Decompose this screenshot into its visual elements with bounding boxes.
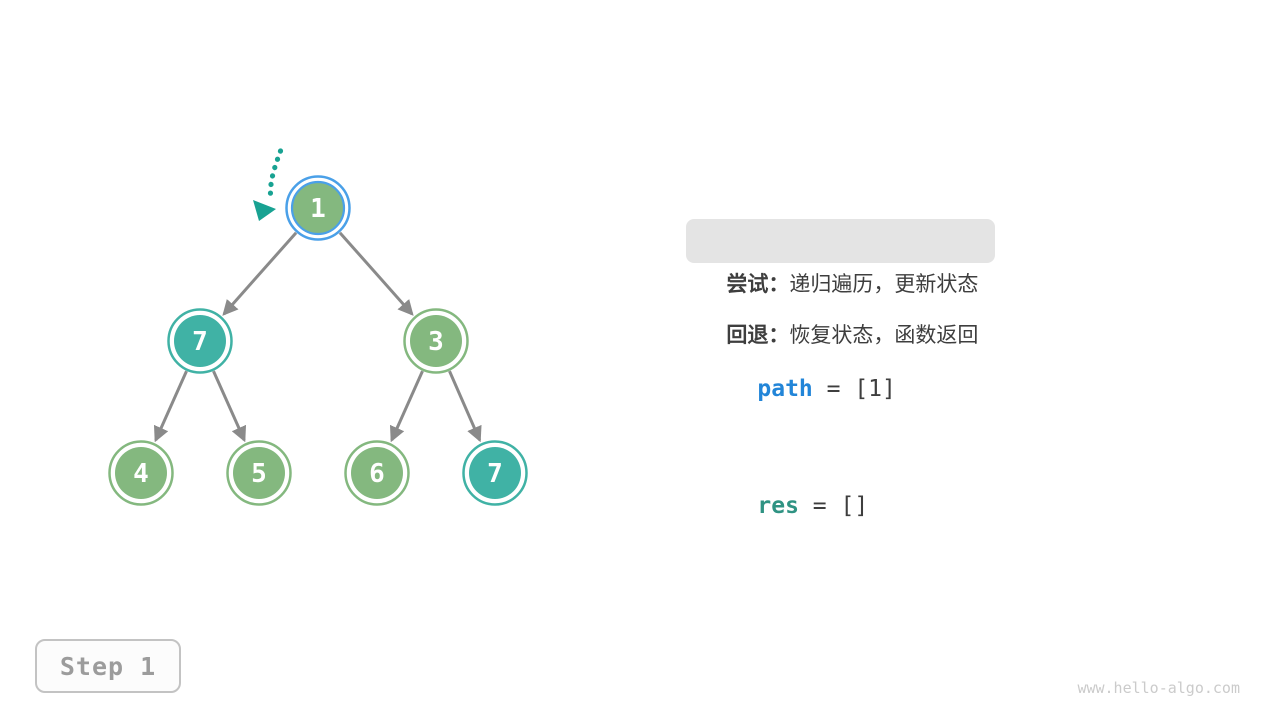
pointer-arrowhead-icon bbox=[253, 200, 276, 221]
step-badge-label: Step 1 bbox=[59, 651, 157, 681]
legend-try-label: 尝试： bbox=[726, 273, 790, 296]
res-variable-name: res bbox=[757, 493, 799, 519]
res-variable-line: res = [] bbox=[702, 440, 868, 519]
node-1-circle bbox=[290, 180, 346, 236]
edge-1-7 bbox=[222, 231, 298, 316]
edge-3-7 bbox=[448, 370, 482, 443]
path-equals: = bbox=[812, 376, 855, 402]
current-node-pointer-arrow bbox=[253, 148, 284, 221]
node-6-circle bbox=[351, 447, 403, 499]
legend-try-line: 尝试：递归遍历，更新状态 bbox=[686, 219, 996, 296]
tree-edges bbox=[153, 231, 482, 443]
node-4-circle bbox=[115, 447, 167, 499]
node-7l-circle bbox=[174, 315, 226, 367]
node-5-circle bbox=[233, 447, 285, 499]
step-badge: Step 1 bbox=[35, 639, 181, 693]
pointer-dotted-path bbox=[267, 148, 284, 198]
edge-7-4 bbox=[153, 370, 188, 443]
res-equals: = bbox=[798, 493, 841, 519]
path-variable-name: path bbox=[757, 376, 813, 402]
legend-back-label: 回退： bbox=[726, 324, 790, 347]
res-variable-value: [] bbox=[840, 493, 869, 519]
legend-back-text: 恢复状态，函数返回 bbox=[789, 324, 979, 347]
path-variable-line: path = [1] bbox=[702, 323, 895, 402]
legend-try-text: 递归遍历，更新状态 bbox=[789, 273, 979, 296]
watermark: www.hello-algo.com bbox=[1077, 679, 1240, 697]
path-variable-value: [1] bbox=[854, 376, 896, 402]
edge-7-5 bbox=[212, 370, 247, 443]
legend-back-line: 回退：恢复状态，函数返回 bbox=[703, 270, 978, 347]
node-3-circle bbox=[410, 315, 462, 367]
tree-node-circles bbox=[108, 175, 528, 506]
edge-1-3 bbox=[338, 231, 414, 316]
node-7r-circle bbox=[469, 447, 521, 499]
edge-3-6 bbox=[389, 370, 424, 443]
